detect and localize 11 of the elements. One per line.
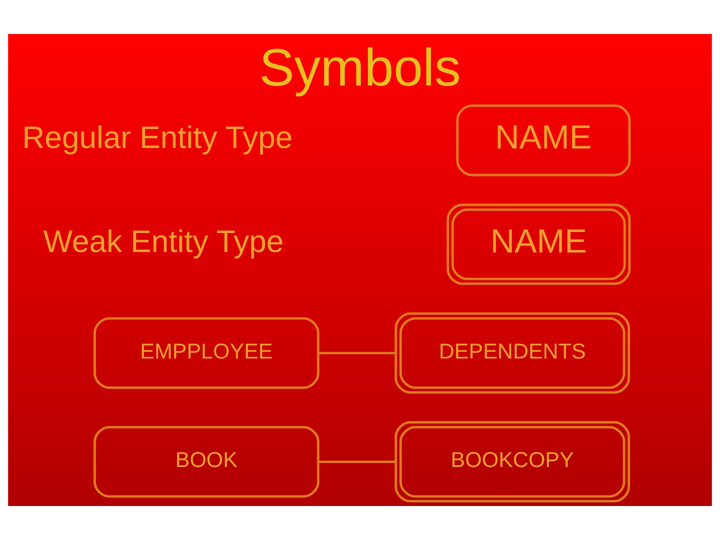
connector	[318, 460, 396, 463]
node-box: BOOK	[94, 426, 320, 498]
node-box: BOOKCOPY	[394, 421, 630, 502]
node-box: NAME	[456, 104, 631, 176]
label: Weak Entity Type	[43, 224, 284, 259]
node-box: DEPENDENTS	[394, 312, 630, 394]
diagram-title: Symbols	[259, 38, 461, 98]
connector	[318, 352, 396, 354]
node-box: EMPPLOYEE	[94, 317, 320, 389]
label: Regular Entity Type	[22, 120, 293, 155]
node-box: NAME	[446, 204, 631, 285]
